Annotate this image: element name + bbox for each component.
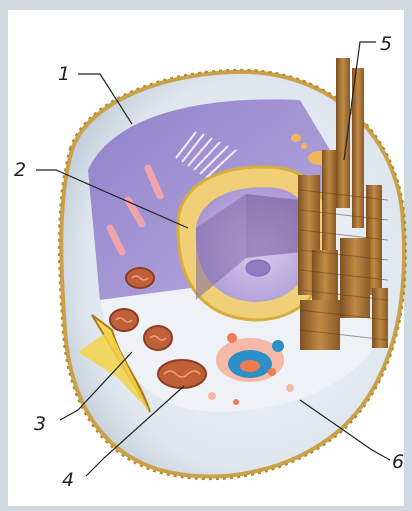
label-1: 1 (58, 63, 70, 85)
label-3: 3 (34, 413, 46, 435)
label-4: 4 (62, 469, 74, 491)
vesicle (301, 143, 307, 149)
mitochondrion (158, 360, 206, 388)
label-5: 5 (380, 33, 392, 55)
nucleus-cut-face-2 (246, 194, 302, 258)
vesicle (291, 134, 301, 142)
nucleolus (246, 260, 270, 276)
label-6: 6 (392, 451, 404, 473)
label-2: 2 (14, 159, 26, 181)
